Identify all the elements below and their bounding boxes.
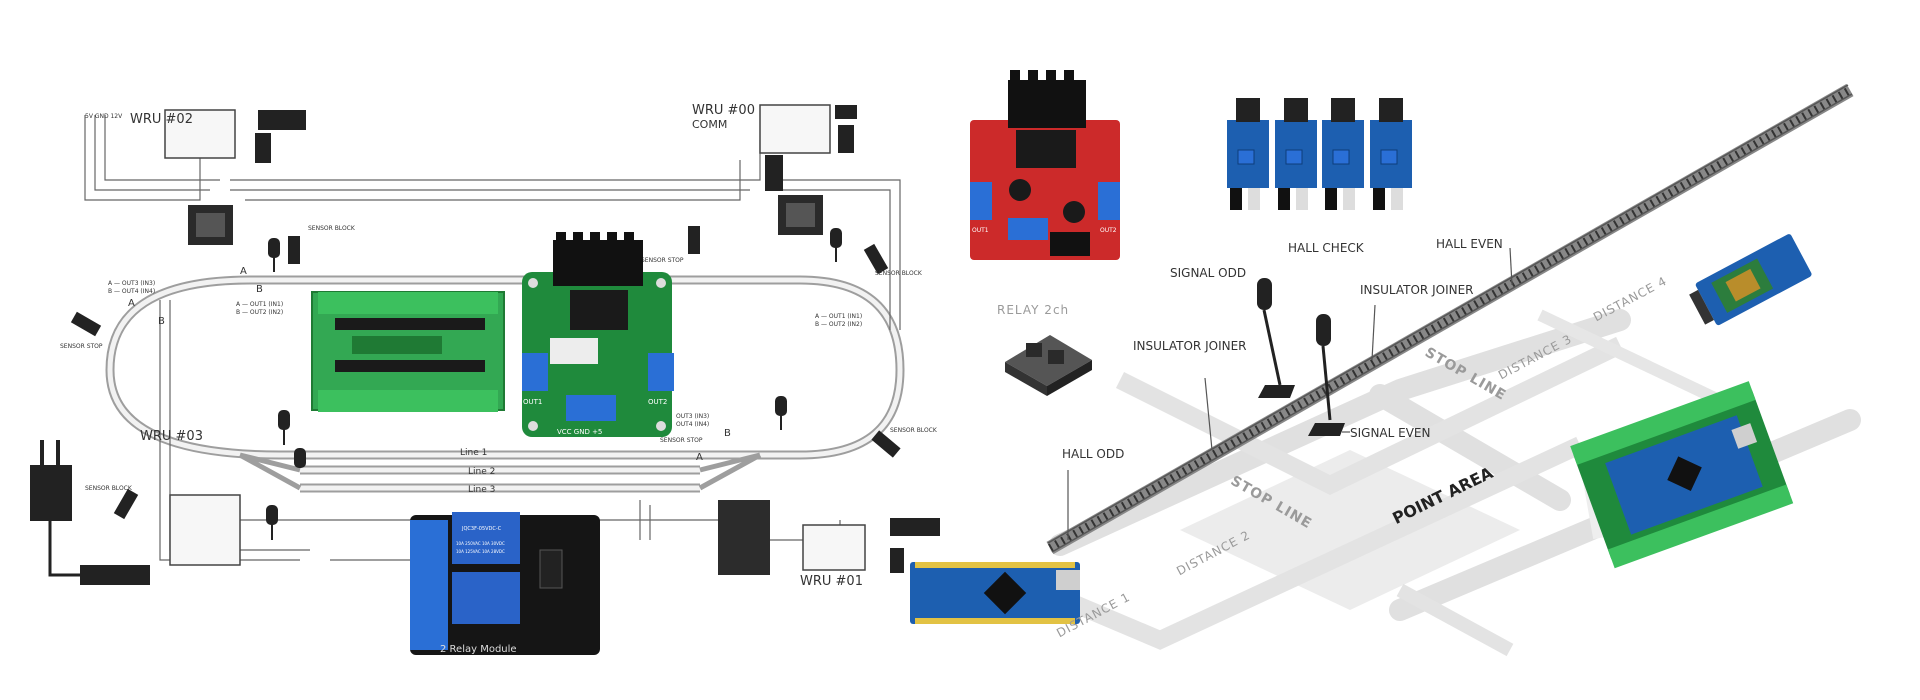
motor-driver-green: OUT1 OUT2 VCC GND +5 [522,232,674,437]
wru-03-board [169,494,241,566]
node-label: B [256,284,263,295]
sensor-label: SENSOR BLOCK [890,427,938,434]
relay-2ch-icon [1005,335,1092,396]
power-label: 5V GND 12V [85,113,123,120]
pin-label: B — OUT2 (IN2) [815,321,862,328]
pin-label: A — OUT3 (IN3) [108,280,155,287]
relay-title-label: 2 Relay Module [440,644,517,655]
hall-check-label: HALL CHECK [1288,241,1365,255]
wru-label: WRU #03 [140,429,203,444]
line-label: Line 1 [460,448,487,458]
pin-label: OUT4 (IN4) [676,421,709,428]
ir-sensor-array [1227,98,1412,210]
sensor-label: SENSOR STOP [641,257,684,264]
schematic-signal-icon [70,226,901,540]
node-label: B [158,316,165,327]
wru-00-board [759,104,831,154]
pin-label: OUT3 (IN3) [676,413,709,420]
hall-odd-label: HALL ODD [1062,447,1124,461]
signal-even-label: SIGNAL EVEN [1350,426,1431,440]
terminal-breakout-board [311,291,505,412]
relay-rating-label: 10A 250VAC 10A 30VDC [456,541,505,546]
wru-label: WRU #02 [130,112,193,127]
node-label: A [128,298,135,309]
pin-label: B — OUT2 (IN2) [236,309,283,316]
relay-label: RELAY 2ch [997,303,1069,317]
relay-part-label: JQC3F-05VDC-C [461,526,502,532]
sensor-label: SENSOR STOP [660,437,703,444]
node-label: A [240,266,247,277]
sensor-label: SENSOR BLOCK [875,270,923,277]
bluetooth-module [1689,234,1812,326]
wru-02-board [164,109,236,159]
relay-2ch-module: JQC3F-05VDC-C 10A 250VAC 10A 30VDC 10A 1… [410,512,600,655]
signal-odd-label: SIGNAL ODD [1170,266,1246,280]
signal-even-icon [1308,314,1345,436]
driver-out2-label: OUT2 [1100,227,1117,234]
driver-out2-label: OUT2 [648,398,667,406]
insulator-joiner-label: INSULATOR JOINER [1360,283,1474,297]
relay-4ch-schematic [718,500,770,575]
power-adapter-icon [30,465,72,521]
line-label: Line 3 [468,485,495,495]
sensor-label: SENSOR BLOCK [308,225,356,232]
sensor-label: SENSOR BLOCK [85,485,133,492]
wru-label: WRU #01 [800,574,863,589]
node-label: A [696,452,703,463]
track-schematic: WRU #02 WRU #00 COMM WRU #03 WRU #01 5V … [30,103,940,589]
leader-lines [1067,247,1513,540]
insulator-joiner-label: INSULATOR JOINER [1133,339,1247,353]
sensor-label: SENSOR STOP [60,343,103,350]
wru-label: WRU #00 [692,103,755,118]
driver-out1-label: OUT1 [972,227,989,234]
pin-label: A — OUT1 (IN1) [236,301,283,308]
arduino-nano [910,562,1080,624]
comm-label: COMM [692,118,727,131]
node-label: B [724,428,731,439]
relay-rating-label: 10A 125VAC 10A 28VDC [456,549,505,554]
signal-odd-icon [1257,278,1295,398]
wru-01-board [802,524,866,571]
nano-terminal-board [1570,381,1794,569]
line-label: Line 2 [468,467,495,477]
hall-even-label: HALL EVEN [1436,237,1503,251]
driver-power-label: VCC GND +5 [557,428,602,436]
model-rail-track [1046,83,1854,555]
pin-label: B — OUT4 (IN4) [108,288,155,295]
motor-driver-red: OUT1 OUT2 [970,70,1120,260]
nano-board-small [258,110,306,130]
pin-label: A — OUT1 (IN1) [815,313,862,320]
driver-out1-label: OUT1 [523,398,542,406]
